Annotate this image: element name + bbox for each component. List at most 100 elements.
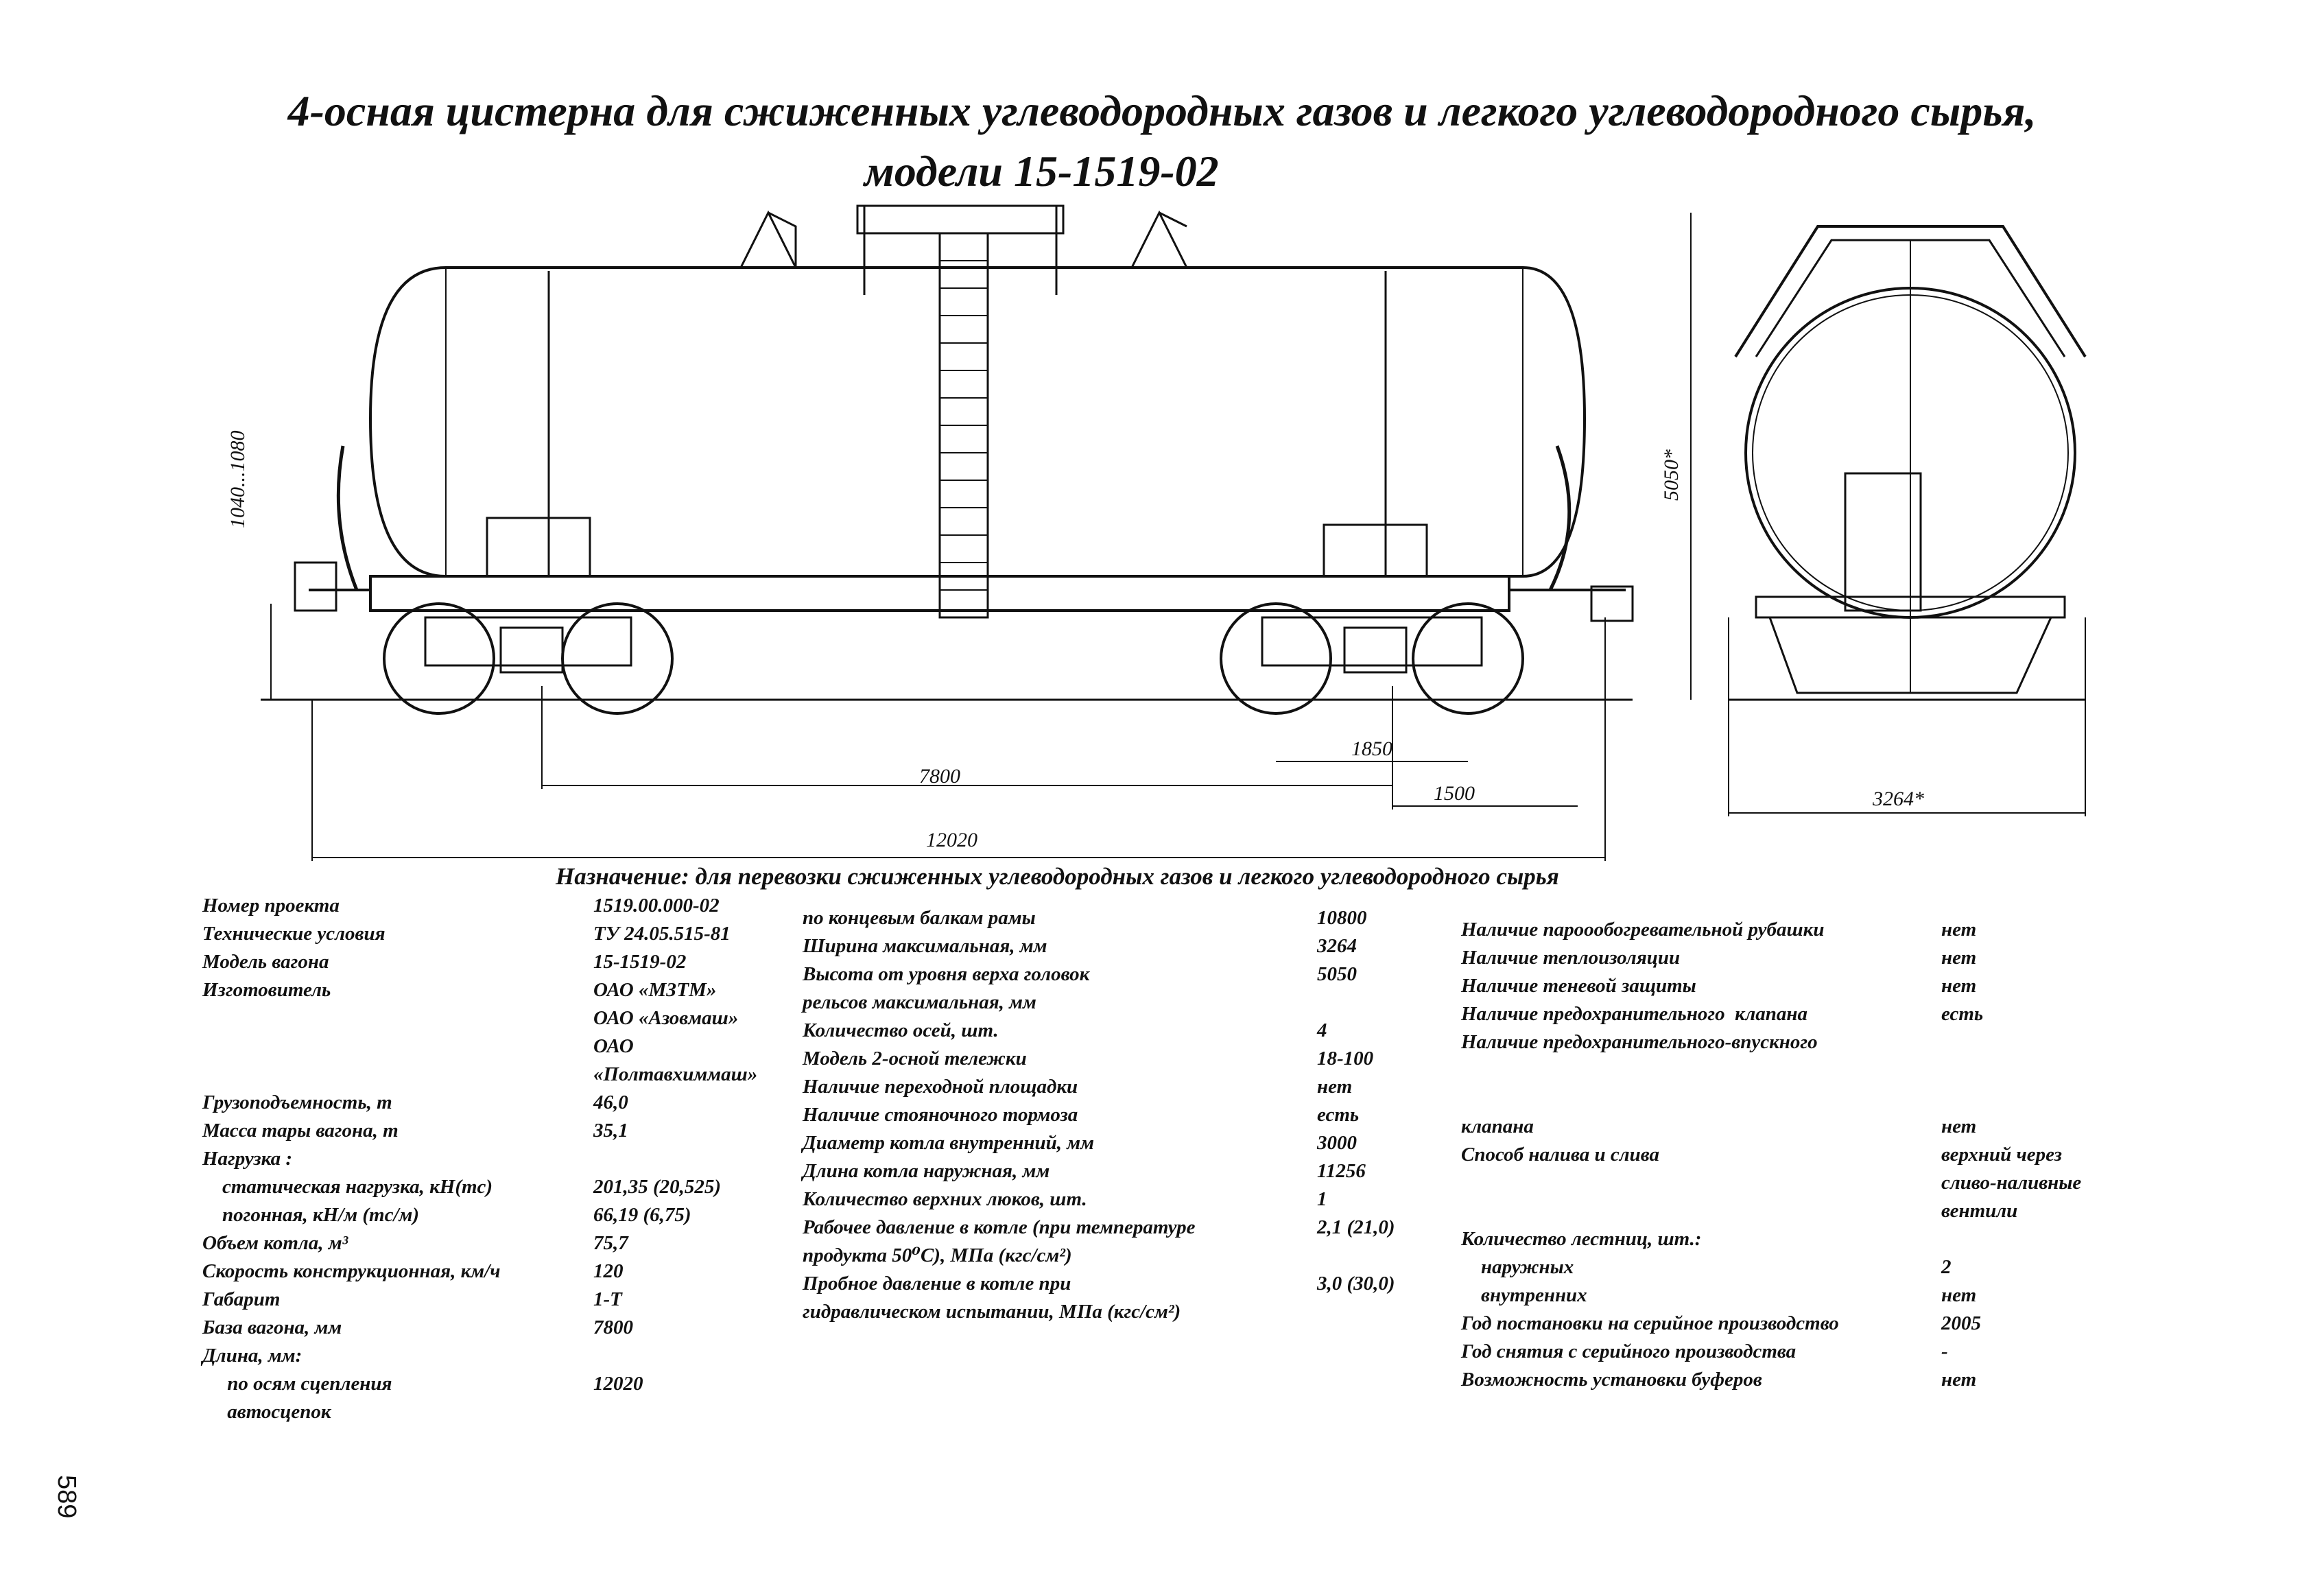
col1-label: Номер проекта — [202, 895, 340, 917]
col3-value: нет — [1941, 919, 1977, 941]
col2-value: 2,1 (21,0) — [1317, 1216, 1395, 1238]
col3-value: верхний через сливо-наливные вентили — [1941, 1144, 2082, 1222]
col3-label: Год снятия с серийного производства — [1461, 1340, 1797, 1362]
col3-label: Способ налива и слива — [1461, 1144, 1659, 1166]
col3-value: - — [1941, 1340, 1948, 1362]
col2-value: нет — [1317, 1076, 1353, 1098]
col2-label: Пробное давление в котле при гидравличес… — [803, 1273, 1181, 1323]
col1-label: База вагона, мм — [202, 1316, 342, 1338]
spec-col2-values: 10800 3264 5050 4 18-100 нет есть 3000 11256 1 2,1… — [1317, 904, 1395, 1326]
col2-value: 18-100 — [1317, 1048, 1374, 1070]
col1-label: Скорость конструкционная, км/ч — [202, 1260, 501, 1282]
col1-value: 120 — [593, 1260, 624, 1282]
col2-label: Ширина максимальная, мм — [803, 935, 1047, 957]
col2-value: 3264 — [1317, 935, 1357, 957]
col1-label: Габарит — [202, 1288, 281, 1310]
col1-value: ОАО «МЗТМ» ОАО «Азовмаш» ОАО «Полтавхимм… — [593, 979, 758, 1085]
col1-value: ТУ 24.05.515-81 — [593, 923, 731, 945]
dim-overhang: 1500 — [1434, 782, 1475, 805]
col3-value: нет — [1941, 1284, 1977, 1306]
col3-label: наружных — [1461, 1256, 1574, 1278]
col1-label: Модель вагона — [202, 951, 329, 973]
col1-value: 66,19 (6,75) — [593, 1204, 691, 1226]
col1-label: Объем котла, м³ — [202, 1232, 348, 1254]
col2-value: 1 — [1317, 1188, 1327, 1210]
col2-value: 3,0 (30,0) — [1317, 1273, 1395, 1295]
col2-label: по концевым балкам рамы — [803, 907, 1036, 929]
col2-label: Высота от уровня верха головок рельсов м… — [803, 963, 1090, 1013]
col1-label: Грузоподъемность, т — [202, 1091, 392, 1113]
col1-label: Длина, мм: — [202, 1345, 303, 1367]
col1-value: 35,1 — [593, 1120, 628, 1142]
col3-value: нет — [1941, 975, 1977, 997]
dim-length: 12020 — [926, 829, 977, 851]
col3-value: нет — [1941, 1369, 1977, 1391]
col2-label: Наличие переходной площадки — [803, 1076, 1078, 1098]
dim-width: 3264* — [1873, 788, 1924, 810]
col3-value: 2 — [1941, 1256, 1952, 1278]
col1-label: Технические условия — [202, 923, 386, 945]
dim-total-height: 5050* — [1660, 449, 1683, 501]
col1-label: по осям сцепления автосцепок — [227, 1373, 392, 1423]
bogie-left — [383, 602, 674, 715]
col1-value: 15-1519-02 — [593, 951, 687, 973]
col1-value: 75,7 — [593, 1232, 628, 1254]
page-title-line1: 4-осная цистерна для сжиженных углеводор… — [287, 86, 2037, 135]
col3-label: Наличие предохранительного клапана — [1461, 1003, 1808, 1025]
col1-value: 1519.00.000-02 — [593, 895, 720, 917]
page-title-line2: модели 15-1519-02 — [864, 147, 1219, 196]
col3-label: Наличие пароообогревательной рубашки — [1461, 919, 1825, 941]
col2-label: Количество осей, шт. — [803, 1019, 999, 1041]
col3-value: есть — [1941, 1003, 1984, 1025]
col1-label: статическая нагрузка, кН(тс) — [202, 1176, 493, 1198]
col3-value: нет — [1941, 947, 1977, 969]
col2-value: 10800 — [1317, 907, 1367, 929]
col3-value: 2005 — [1941, 1312, 1981, 1334]
col3-value — [1941, 1225, 2081, 1253]
col1-value: 201,35 (20,525) — [593, 1176, 722, 1198]
side-view — [261, 204, 1634, 861]
col3-label: Наличие теневой защиты — [1461, 975, 1696, 997]
col3-label: Наличие предохранительного-впускного кла… — [1461, 1031, 1818, 1137]
col2-value: 5050 — [1317, 963, 1357, 985]
col1-value: 7800 — [593, 1316, 633, 1338]
col2-label: Диаметр котла внутренний, мм — [803, 1132, 1094, 1154]
col3-label: внутренних — [1461, 1284, 1587, 1306]
col2-label: Количество верхних люков, шт. — [803, 1188, 1087, 1210]
col2-value: есть — [1317, 1104, 1360, 1126]
col1-label: Нагрузка : — [202, 1148, 293, 1170]
col1-value: 12020 — [593, 1373, 643, 1395]
col3-label: Год постановки на серийное производство — [1461, 1312, 1839, 1334]
col1-value: 46,0 — [593, 1091, 628, 1113]
col1-value: 1-Т — [593, 1288, 622, 1310]
col2-label: Рабочее давление в котле (при температур… — [803, 1216, 1196, 1266]
side-dimension-lines — [270, 604, 1606, 861]
col2-value: 4 — [1317, 1019, 1327, 1041]
col3-label: Наличие теплоизоляции — [1461, 947, 1681, 969]
col1-label: погонная, кН/м (тс/м) — [202, 1204, 420, 1226]
end-dimension-lines — [1690, 213, 2086, 816]
col1-value — [593, 1342, 757, 1370]
spec-col3-values: нет нет нет есть нет верхний через сливо-нал… — [1941, 916, 2081, 1394]
col2-value: 11256 — [1317, 1160, 1366, 1182]
col1-value — [593, 1145, 757, 1173]
col2-label: Наличие стояночного тормоза — [803, 1104, 1078, 1126]
col2-label: Длина котла наружная, мм — [803, 1160, 1050, 1182]
col3-label: Возможность установки буферов — [1461, 1369, 1762, 1391]
dim-base: 7800 — [919, 765, 960, 788]
col3-label: Количество лестниц, шт.: — [1461, 1228, 1702, 1250]
col2-value: 3000 — [1317, 1132, 1357, 1154]
bogie-right — [1220, 602, 1524, 715]
page-number: 589 — [52, 1475, 81, 1519]
col1-label: Изготовитель — [202, 979, 331, 1001]
dim-coupler-height: 1040...1080 — [226, 430, 249, 529]
end-view — [1690, 213, 2087, 816]
col3-value: нет — [1941, 1115, 1977, 1137]
purpose-heading: Назначение: для перевозки сжиженных угле… — [556, 863, 1559, 890]
dim-bogie-base: 1850 — [1351, 737, 1392, 760]
